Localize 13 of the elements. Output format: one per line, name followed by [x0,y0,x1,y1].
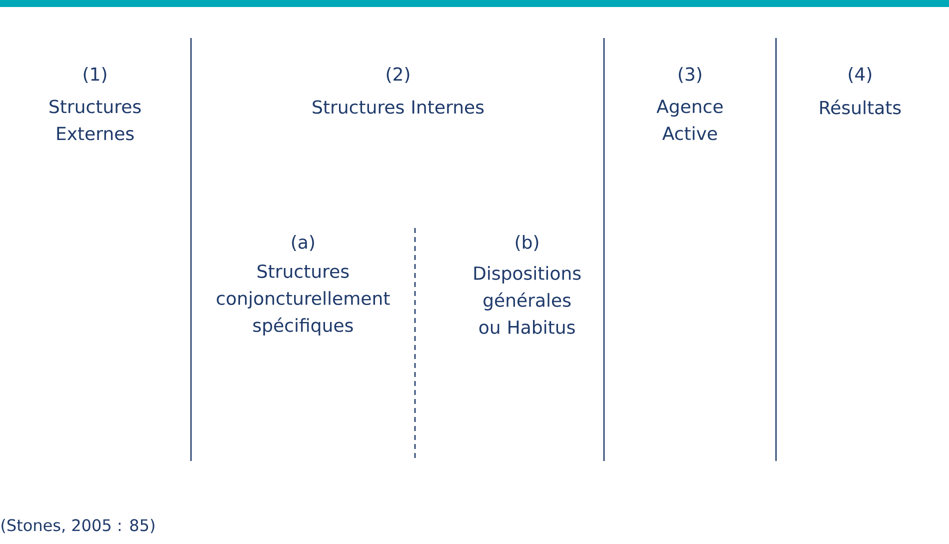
column-number: (3) [678,66,702,84]
column-number: (2) [386,66,410,84]
column-heading: Agence Active [656,100,723,140]
column-heading: Résultats [820,100,901,114]
column-number: (b) [516,234,538,252]
column-heading: Structures conjoncturellement spécifiques [216,264,390,336]
column-heading: Structures Externes [50,100,141,140]
column-number: (1) [84,66,106,84]
source-citation: (Stones, 2005 : 85) [2,518,154,534]
column-number: (a) [292,234,314,252]
column-number: (4) [848,66,872,84]
column-heading: Dispositions générales ou Habitus [474,266,581,334]
column-heading: Structures Internes [312,100,484,114]
